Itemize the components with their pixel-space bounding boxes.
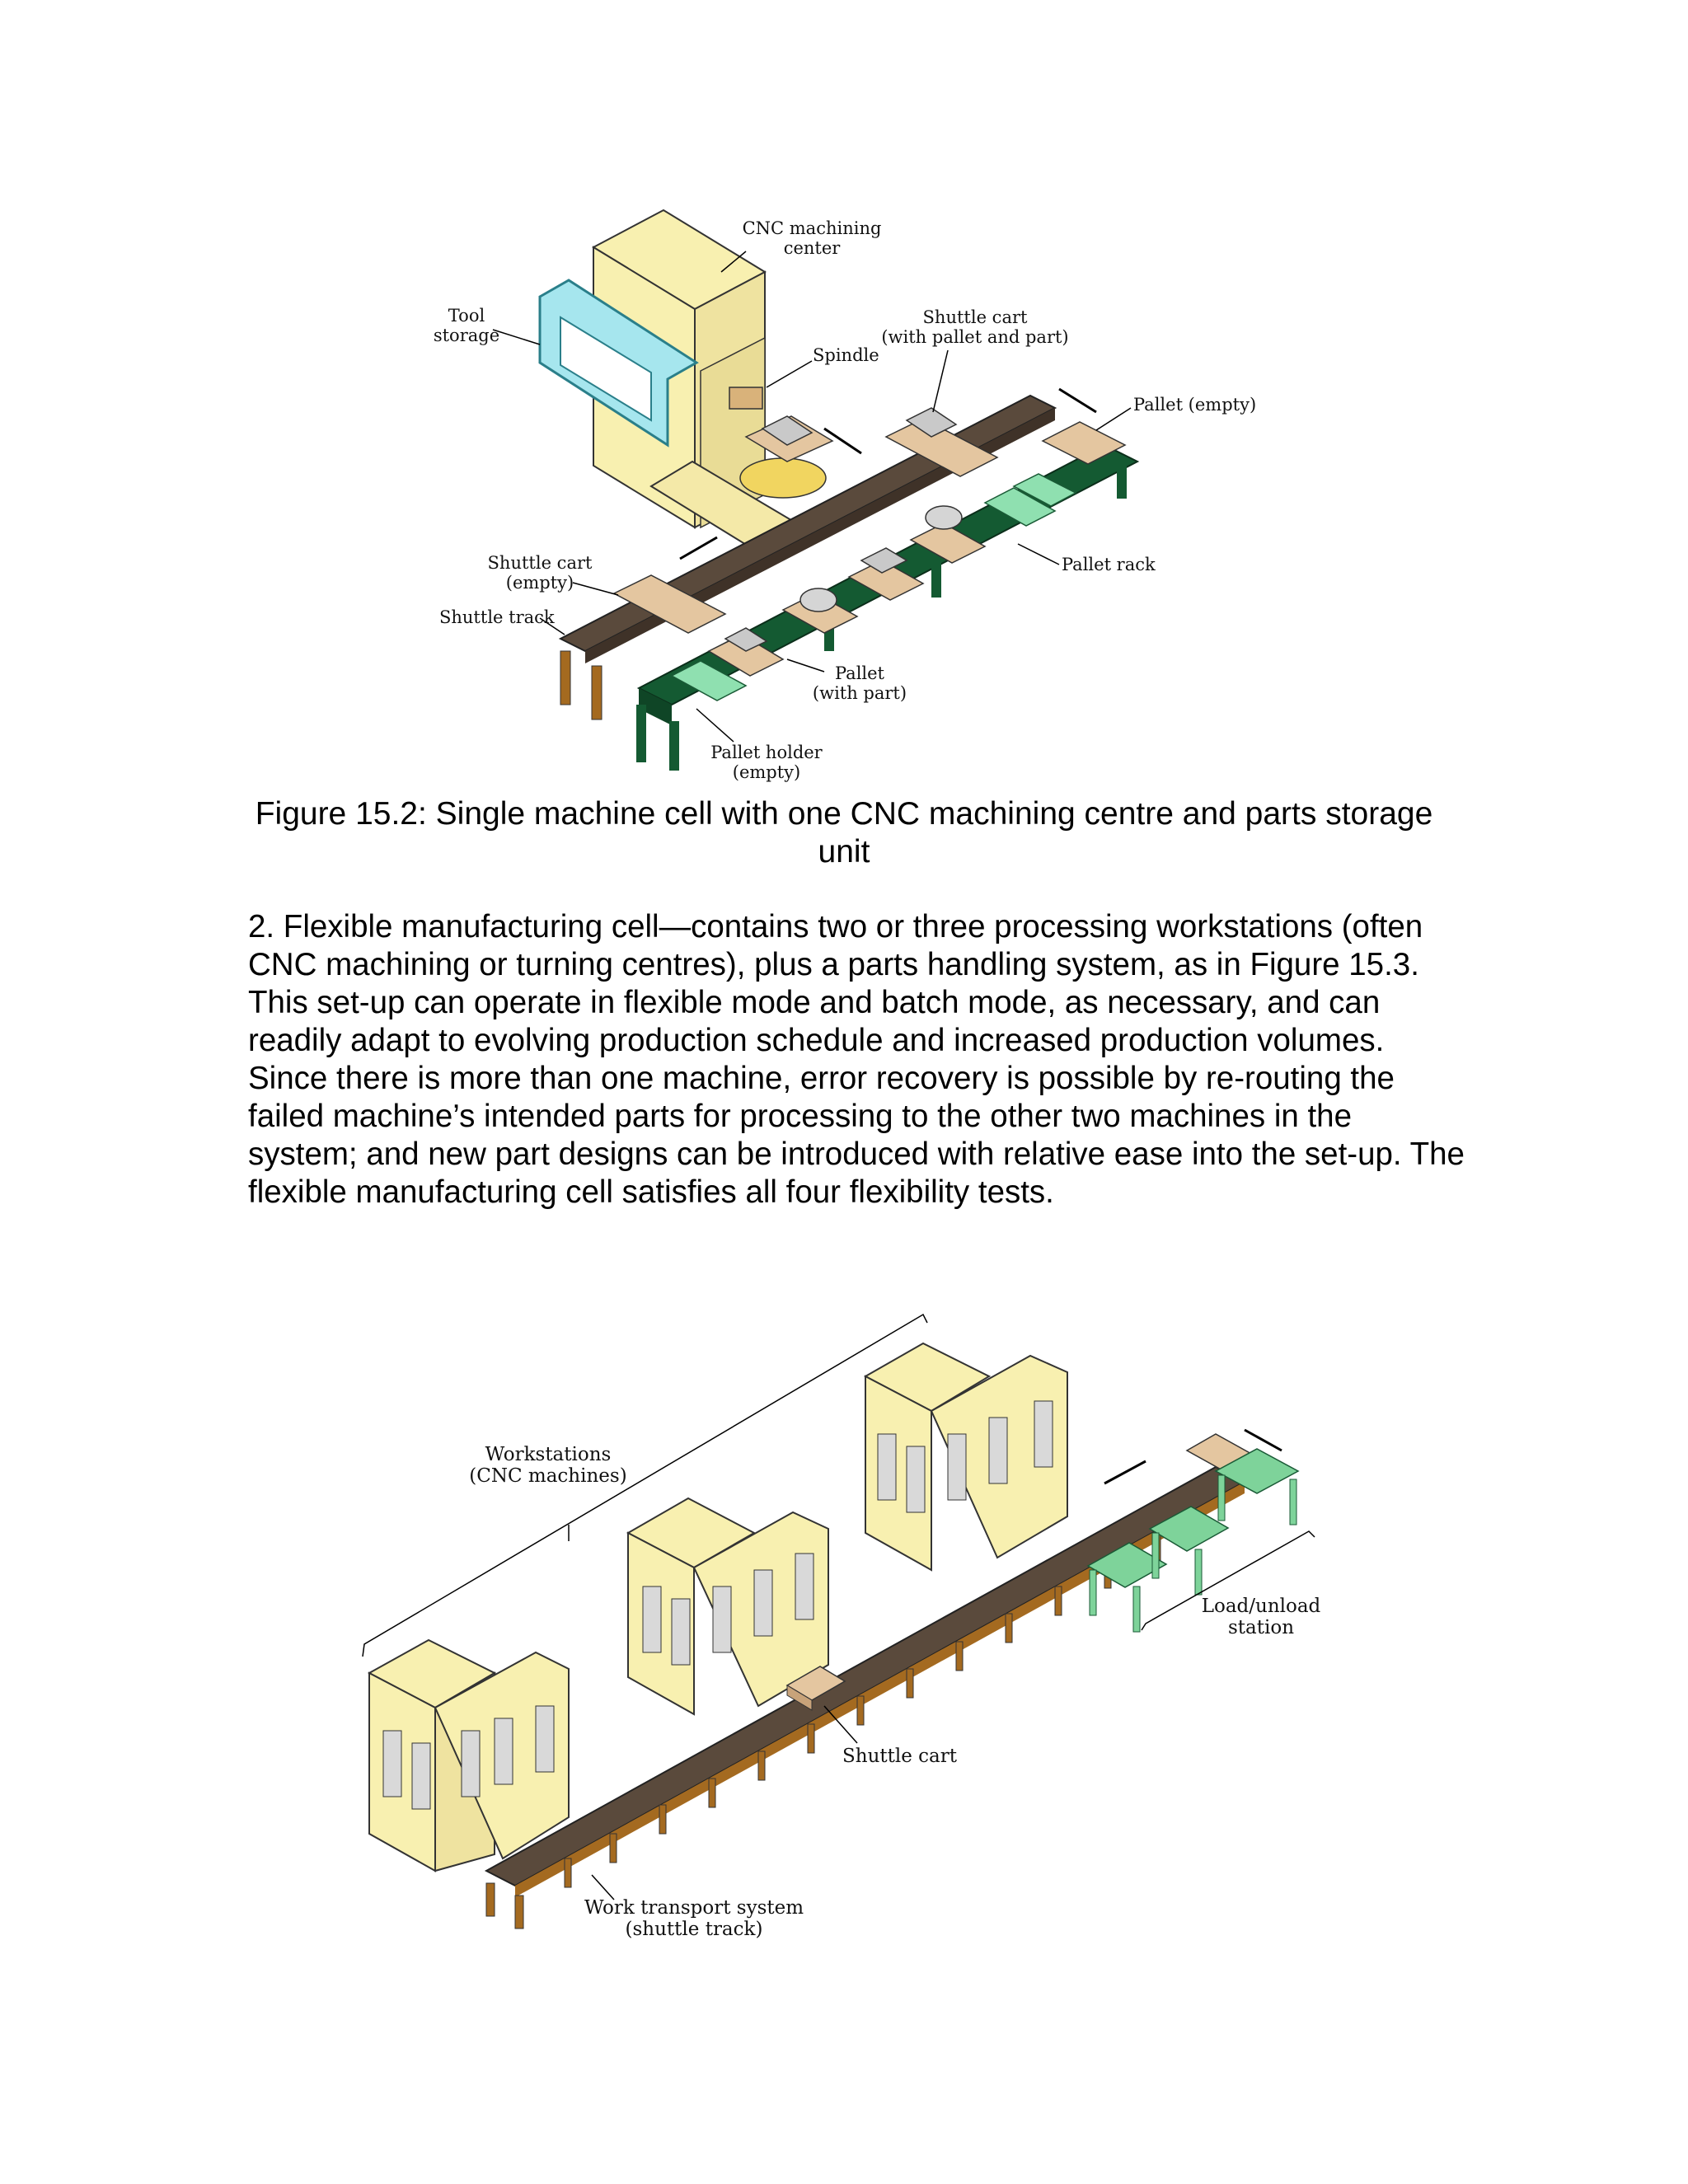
label-shuttle-track: Shuttle track [439,607,555,627]
track-posts [564,1530,1161,1888]
label-spindle: Spindle [813,345,879,365]
label-shuttle-cart-full: Shuttle cart(with pallet and part) [881,307,1068,347]
tool-storage [538,279,699,448]
cnc-machine-2 [626,1497,829,1716]
label-pallet-with-part: Pallet(with part) [813,663,907,703]
motion-arrows [679,387,1097,560]
leader-lines [492,251,1132,743]
leader-lines-2 [591,1705,858,1900]
shuttle-carts [612,407,999,634]
pallet-empty [1041,421,1127,465]
workstations-bracket [362,1313,928,1657]
motion-arrows-2 [1104,1428,1282,1485]
paragraph-flexible-manufacturing-cell: 2. Flexible manufacturing cell—contains … [248,909,1465,1210]
work-transport-track [484,1465,1247,1929]
label-shuttle-cart-empty: Shuttle cart(empty) [488,553,593,593]
label-shuttle-cart: Shuttle cart [842,1746,958,1767]
pallets-with-parts [707,505,987,677]
label-pallet-empty: Pallet (empty) [1133,395,1256,415]
label-pallet-rack: Pallet rack [1062,555,1156,574]
spindle [729,387,834,499]
load-unload-station [1086,1433,1300,1633]
label-workstations: Workstations(CNC machines) [469,1444,626,1487]
load-unload-bracket [1141,1530,1315,1631]
cnc-machine-1 [367,1638,570,1872]
pallet-holders [670,473,1077,701]
shuttle-cart [785,1666,846,1711]
cnc-machine-3 [863,1342,1068,1572]
figure-caption: Figure 15.2: Single machine cell with on… [255,796,1433,869]
label-pallet-holder: Pallet holder(empty) [710,743,823,782]
label-work-transport: Work transport system(shuttle track) [584,1897,804,1940]
